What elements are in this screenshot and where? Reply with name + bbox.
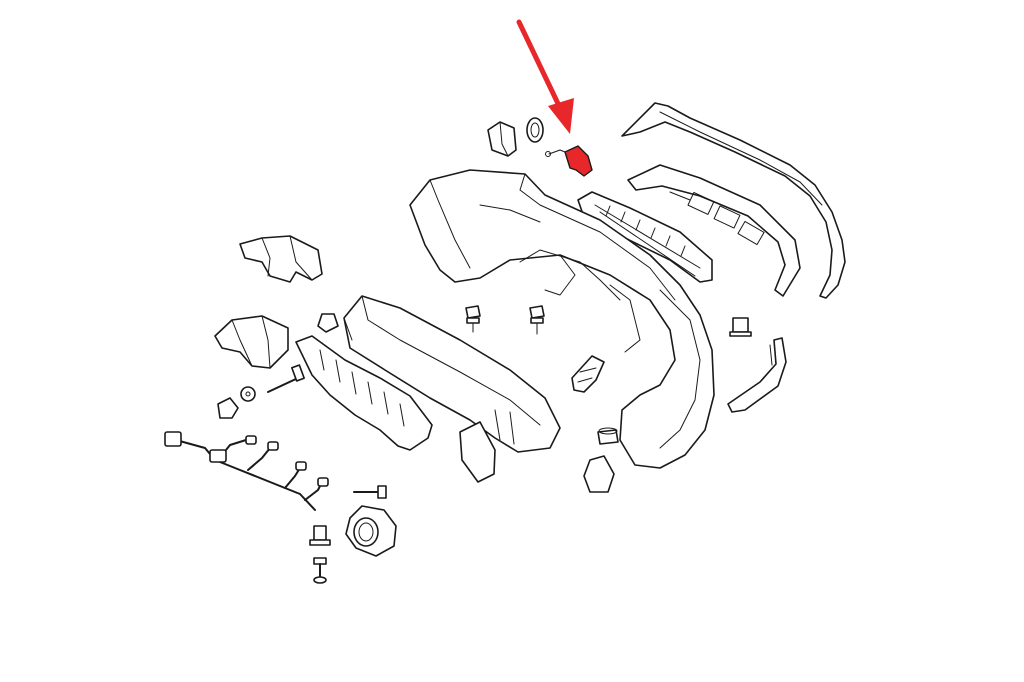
clip xyxy=(309,525,331,546)
screw xyxy=(465,305,481,333)
red-arrow-pointer xyxy=(516,19,574,134)
left-mount-bracket-lower xyxy=(214,315,289,369)
screw xyxy=(529,305,545,335)
clip xyxy=(583,455,615,493)
left-mount-bracket-upper xyxy=(239,235,323,283)
tow-hook-cover xyxy=(545,145,593,177)
small-bracket xyxy=(571,355,605,393)
clip xyxy=(729,317,752,337)
impact-absorber-bar xyxy=(343,295,561,453)
washer xyxy=(240,386,256,402)
energy-absorber-foam xyxy=(295,335,433,451)
diffuser-insert xyxy=(627,164,801,297)
parking-sensor-holder xyxy=(345,505,397,557)
nut xyxy=(317,313,339,333)
sensor-ring xyxy=(526,117,544,143)
push-rivet xyxy=(353,485,387,499)
screw xyxy=(313,557,327,584)
reflector-cover xyxy=(459,421,496,483)
clips-and-screws xyxy=(217,305,752,584)
wiring-harness xyxy=(164,431,329,511)
clip xyxy=(597,427,619,445)
tow-hook-cap xyxy=(487,121,517,157)
bumper-cover xyxy=(409,169,715,469)
nut xyxy=(217,397,239,419)
side-trim-strip xyxy=(727,337,787,413)
outer-trim-strip xyxy=(621,102,846,299)
bolt xyxy=(267,364,305,393)
